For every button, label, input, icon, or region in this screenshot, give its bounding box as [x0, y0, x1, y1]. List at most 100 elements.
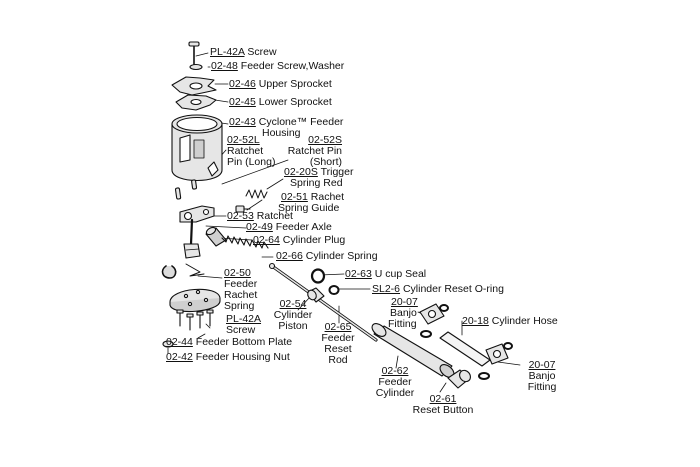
part-desc: Rachet — [224, 289, 258, 301]
label-2018: 20-18 Cylinder Hose — [462, 316, 558, 327]
cylinder-hose — [439, 331, 491, 367]
part-desc: Cylinder — [375, 387, 415, 399]
part-desc: Rod — [328, 354, 348, 366]
label-0262: 02-62 — [370, 366, 420, 377]
banjo-fitting-upper — [419, 303, 449, 338]
banjo-fitting-lower — [478, 342, 513, 380]
part-number: 02-66 — [276, 250, 303, 262]
part-number: 02-64 — [253, 234, 280, 246]
part-number: 02-52L — [227, 134, 260, 146]
label-pl42a-top: PL-42A Screw — [210, 47, 277, 58]
label-0252s: 02-52S — [280, 135, 342, 146]
screw-top — [188, 41, 200, 65]
part-desc: Banjo — [390, 307, 417, 319]
part-desc: Reset — [324, 343, 352, 355]
label-0220s-line2: Spring Red — [290, 178, 343, 189]
part-desc: Pin (Long) — [227, 156, 276, 168]
label-0252l-line3: Pin (Long) — [227, 157, 275, 168]
part-desc: U cup Seal — [374, 268, 427, 280]
label-0265-line2: Feeder — [315, 333, 361, 344]
part-desc: Feeder — [321, 332, 355, 344]
part-number: 02-52S — [308, 134, 342, 146]
label-0252l: 02-52L — [227, 135, 260, 146]
u-cup-seal — [310, 268, 326, 284]
label-0254: 02-54 — [268, 299, 318, 310]
part-number: 02-51 — [281, 191, 308, 203]
part-desc: (Short) — [309, 156, 342, 168]
part-desc: Housing — [262, 127, 301, 139]
ratchet — [179, 205, 215, 223]
feeder-ratchet-spring — [161, 263, 205, 279]
cylinder-plug — [205, 226, 227, 247]
part-desc: Cyclone™ Feeder — [258, 116, 344, 128]
part-desc: Spring — [224, 300, 255, 312]
part-desc: Feeder Screw,Washer — [240, 60, 345, 72]
part-number: 02-53 — [227, 210, 254, 222]
part-number: 20-07 — [391, 296, 418, 308]
part-number: 02-61 — [429, 393, 457, 405]
part-desc: Lower Sprocket — [258, 96, 332, 108]
label-0266: 02-66 Cylinder Spring — [276, 251, 378, 262]
label-0242: 02-42 Feeder Housing Nut — [166, 352, 290, 363]
part-number: 02-50 — [224, 267, 251, 279]
bottom-plate — [169, 288, 221, 313]
label-0265-line4: Rod — [315, 355, 361, 366]
part-desc: Ratchet — [227, 145, 264, 157]
part-desc: Spring Red — [290, 177, 343, 189]
reset-rod — [268, 262, 378, 342]
washer — [189, 63, 203, 71]
part-desc: Feeder Axle — [275, 221, 332, 233]
part-number: 20-18 — [462, 315, 489, 327]
lower-sprocket — [175, 94, 217, 111]
spring-guide — [235, 205, 251, 213]
part-desc: Fitting — [388, 318, 417, 330]
upper-sprocket — [171, 76, 217, 96]
feeder-cylinder — [371, 323, 455, 378]
cylinder-spring — [221, 235, 269, 249]
part-desc: Spring Guide — [278, 202, 340, 214]
part-desc: Screw — [247, 46, 277, 58]
part-number: 02-65 — [324, 321, 352, 333]
label-0244: 02-44 Feeder Bottom Plate — [166, 337, 292, 348]
part-number: 20-07 — [528, 359, 556, 371]
part-desc: Cylinder Spring — [305, 250, 378, 262]
part-number: 02-42 — [166, 351, 193, 363]
label-0265: 02-65 — [315, 322, 361, 333]
label-0243: 02-43 Cyclone™ Feeder — [229, 117, 343, 128]
part-desc: Fitting — [527, 381, 557, 393]
label-0254-line3: Piston — [268, 321, 318, 332]
reset-o-ring — [328, 285, 340, 295]
label-0249: 02-49 Feeder Axle — [246, 222, 332, 233]
part-desc: Cylinder Reset O-ring — [402, 283, 504, 295]
part-number: 02-54 — [279, 298, 307, 310]
part-desc: Trigger — [320, 166, 354, 178]
part-number: 02-48 — [211, 60, 238, 72]
part-desc: Cylinder Hose — [491, 315, 558, 327]
part-number: 02-43 — [229, 116, 256, 128]
housing-nut — [162, 340, 174, 348]
label-2007-lower-line3: Fitting — [520, 382, 564, 393]
label-0220s: 02-20S Trigger — [284, 167, 353, 178]
bottom-screws — [176, 309, 214, 331]
part-number: 02-20S — [284, 166, 318, 178]
part-desc: Upper Sprocket — [258, 78, 332, 90]
part-number: 02-49 — [246, 221, 273, 233]
label-0243-line2: Housing — [262, 128, 301, 139]
part-desc: Cylinder — [273, 309, 313, 321]
part-desc: Cylinder Plug — [282, 234, 346, 246]
label-0253: 02-53 Ratchet — [227, 211, 293, 222]
label-0252s-line2: Ratchet Pin — [270, 146, 342, 157]
part-desc: Screw — [226, 324, 256, 336]
part-desc: Feeder Bottom Plate — [195, 336, 293, 348]
part-desc: Feeder — [378, 376, 412, 388]
label-0264: 02-64 Cylinder Plug — [253, 235, 345, 246]
label-pl42a-bottom: PL-42A — [226, 314, 261, 325]
label-2007-upper-line2: Banjo — [390, 308, 417, 319]
part-desc: Banjo — [528, 370, 556, 382]
label-0246: 02-46 Upper Sprocket — [229, 79, 332, 90]
label-0250-line2: Feeder — [224, 279, 257, 290]
label-2007-upper: 20-07 — [391, 297, 418, 308]
reset-button — [447, 369, 471, 389]
label-2007-lower: 20-07 — [520, 360, 564, 371]
part-number: 02-62 — [381, 365, 409, 377]
